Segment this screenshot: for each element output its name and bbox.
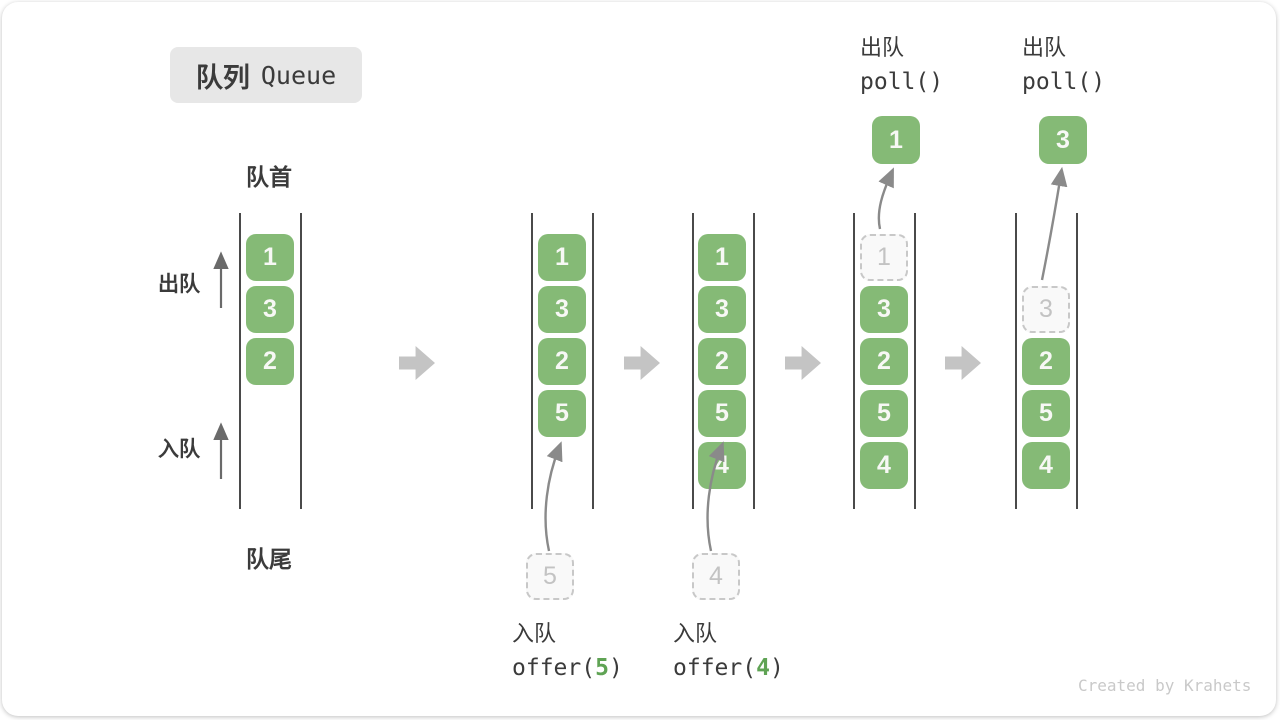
queue2-cell: 3: [538, 286, 586, 333]
credit-text: Created by Krahets: [1078, 676, 1252, 695]
queue3-right-wall: [753, 213, 755, 509]
queue1-left-wall: [239, 213, 241, 509]
queue5-poll-label: 出队 poll(): [1022, 30, 1105, 95]
offer-arg: 5: [595, 655, 609, 681]
queue5-left-wall: [1015, 213, 1017, 509]
right-block-arrow-icon: [945, 346, 981, 380]
queue4-cell: 4: [860, 442, 908, 489]
poll-code-text: poll(): [1022, 69, 1106, 95]
queue4-cell: 2: [860, 338, 908, 385]
right-block-arrow-icon: [785, 346, 821, 380]
enqueue-op-text: 入队: [512, 621, 557, 646]
queue3-cell: 3: [698, 286, 746, 333]
dequeue-op-text: 出队: [1022, 35, 1067, 60]
queue2-cell: 5: [538, 390, 586, 437]
queue-rear-label: 队尾: [246, 546, 292, 572]
title-zh: 队列: [195, 62, 250, 93]
queue2-left-wall: [531, 213, 533, 509]
queue5-popped-cell: 3: [1039, 116, 1087, 164]
offer-fn-close: ): [608, 655, 623, 681]
queue2-right-wall: [592, 213, 594, 509]
queue1-cell: 3: [246, 286, 294, 333]
offer-code-text: offer(5): [512, 655, 623, 681]
queue4-cell: 5: [860, 390, 908, 437]
queue2-cell: 1: [538, 234, 586, 281]
queue4-removed-ghost-cell: 1: [860, 234, 908, 281]
offer-code-text: offer(4): [673, 655, 784, 681]
dequeue-side-label: 出队: [158, 273, 200, 296]
offer-fn-open: offer(: [673, 655, 757, 681]
queue4-popped-cell: 1: [872, 116, 920, 164]
queue5-removed-ghost-cell: 3: [1022, 286, 1070, 333]
queue3-left-wall: [692, 213, 694, 509]
queue2-cell: 2: [538, 338, 586, 385]
queue3-cell: 5: [698, 390, 746, 437]
queue2-enqueue-arrow-icon: [544, 441, 563, 552]
title-en: Queue: [260, 60, 337, 90]
right-block-arrow-icon: [624, 346, 660, 380]
offer-fn-open: offer(: [512, 655, 596, 681]
queue-front-label: 队首: [246, 164, 292, 190]
queue1-right-wall: [300, 213, 302, 509]
queue4-left-wall: [853, 213, 855, 509]
queue4-poll-label: 出队 poll(): [860, 30, 943, 95]
offer-arg: 4: [756, 655, 770, 681]
queue5-dequeue-arrow-icon: [1040, 166, 1068, 281]
queue2-incoming-ghost-cell: 5: [526, 553, 574, 600]
queue4-dequeue-arrow-icon: [877, 167, 894, 230]
queue5-cell: 2: [1022, 338, 1070, 385]
queue3-incoming-ghost-cell: 4: [692, 553, 740, 600]
queue3-cell: 4: [698, 442, 746, 489]
queue5-cell: 4: [1022, 442, 1070, 489]
queue5-cell: 5: [1022, 390, 1070, 437]
offer-fn-close: ): [769, 655, 784, 681]
title-box: 队列 Queue: [170, 47, 362, 103]
queue3-cell: 1: [698, 234, 746, 281]
queue3-offer-label: 入队 offer(4): [673, 616, 784, 681]
right-block-arrow-icon: [399, 346, 435, 380]
queue4-cell: 3: [860, 286, 908, 333]
queue1-cell: 2: [246, 338, 294, 385]
queue5-right-wall: [1076, 213, 1078, 509]
queue2-offer-label: 入队 offer(5): [512, 616, 623, 681]
enqueue-side-label: 入队: [158, 438, 200, 461]
queue3-cell: 2: [698, 338, 746, 385]
queue1-cell: 1: [246, 234, 294, 281]
enqueue-op-text: 入队: [673, 621, 718, 646]
queue4-right-wall: [914, 213, 916, 509]
dequeue-op-text: 出队: [860, 35, 905, 60]
poll-code-text: poll(): [860, 69, 944, 95]
